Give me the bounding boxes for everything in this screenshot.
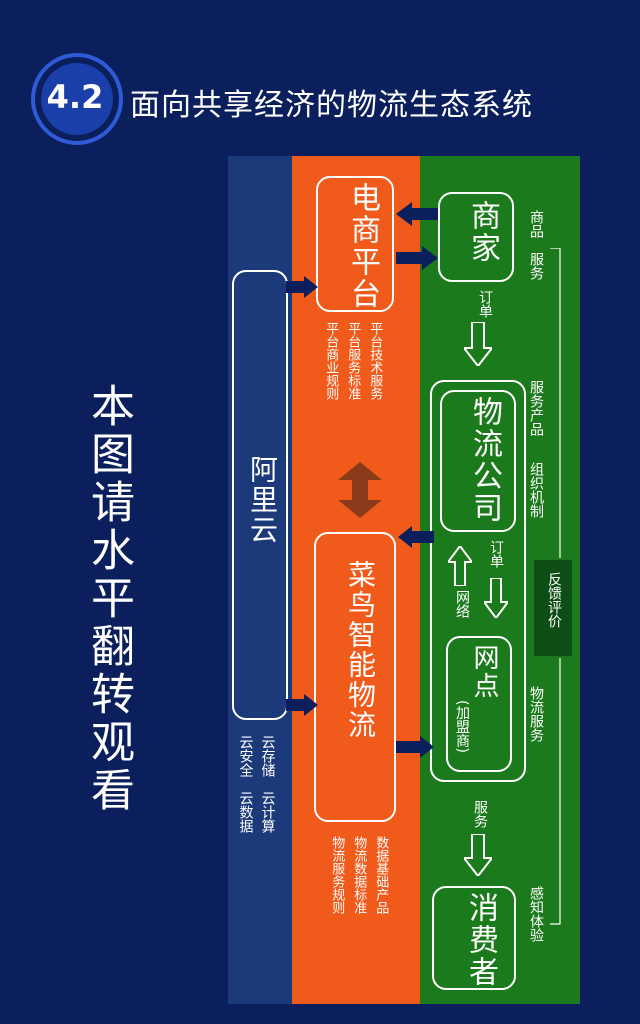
aliyun-box — [232, 270, 288, 720]
consumer-label: 消费者 — [463, 892, 498, 988]
cainiao-box — [314, 532, 396, 822]
feedback-label: 反馈评价 — [546, 572, 562, 628]
feedback-loop-line — [550, 248, 561, 925]
cainiao-note-3: 物流服务规则 — [329, 836, 345, 914]
right-arrow-icon-1 — [396, 246, 438, 270]
left-arrow-icon-1 — [396, 202, 438, 226]
outlet-sub: (加盟商) — [454, 700, 470, 753]
merchant-label: 商家 — [465, 200, 500, 264]
service-label: 服务 — [472, 800, 488, 828]
order-label-1: 订单 — [477, 290, 493, 318]
flip-instruction: 本图请水平翻转观看 — [83, 383, 134, 815]
right-arrow-icon-2 — [286, 276, 318, 298]
consumer-box — [432, 886, 516, 990]
logistics-group-box — [430, 380, 526, 782]
cainiao-note-1: 数据基础产品 — [373, 836, 389, 914]
page-title: 面向共享经济的物流生态系统 — [130, 88, 533, 123]
bidirectional-arrow-icon — [338, 462, 382, 518]
outlet-label: 网点 — [469, 644, 499, 700]
aliyun-label: 阿里云 — [246, 455, 279, 545]
logistics-label: 物流公司 — [467, 396, 502, 524]
left-arrow-icon-2 — [398, 526, 434, 548]
up-arrow-icon — [448, 546, 472, 586]
logistics-side-1: 服务产品 — [528, 380, 544, 436]
down-arrow-icon — [464, 322, 492, 366]
merchant-box — [438, 192, 514, 282]
platform-label: 电商平台 — [345, 182, 380, 310]
platform-note-2: 平台服务标准 — [345, 322, 361, 400]
feedback-panel — [534, 560, 572, 656]
platform-note-1: 平台技术服务 — [367, 322, 383, 400]
order-label-2: 订单 — [488, 540, 504, 568]
cainiao-label: 菜鸟智能物流 — [344, 560, 377, 740]
platform-box — [316, 176, 394, 312]
section-badge-icon — [31, 53, 123, 145]
aliyun-column — [228, 156, 292, 1004]
platform-column — [292, 156, 420, 1004]
aliyun-services-2: 云安全 云数据 — [237, 735, 254, 833]
logistics-side-2: 组织机制 — [528, 462, 544, 518]
outlet-side: 物流服务 — [528, 686, 544, 742]
logistics-box — [440, 390, 516, 532]
right-arrow-icon-3 — [286, 694, 318, 716]
merchant-side: 商品 服务 — [528, 210, 544, 280]
right-arrow-icon-4 — [396, 736, 434, 758]
down-arrow-icon-2 — [484, 578, 508, 618]
network-label: 网络 — [454, 590, 470, 618]
aliyun-services-1: 云存储 云计算 — [259, 735, 276, 833]
consumer-side: 感知体验 — [528, 886, 544, 942]
down-arrow-icon-3 — [464, 834, 492, 876]
platform-note-3: 平台商业规则 — [323, 322, 339, 400]
section-number: 4.2 — [46, 78, 104, 116]
outlet-box — [446, 636, 512, 772]
cainiao-note-2: 物流数据标准 — [351, 836, 367, 914]
